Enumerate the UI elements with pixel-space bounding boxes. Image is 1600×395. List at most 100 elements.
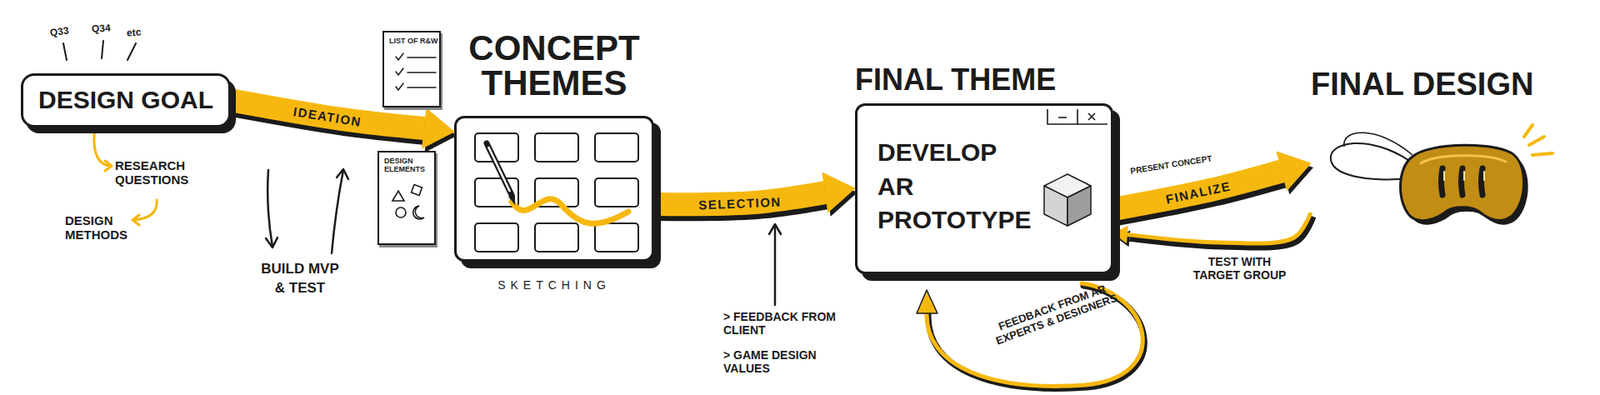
- moon-symbol: [413, 205, 425, 220]
- sketch-frame: [475, 223, 519, 252]
- concept-window-frame: [454, 115, 655, 262]
- prototype-window-frame: DEVELOP AR PROTOTYPE: [855, 103, 1114, 275]
- node-decor: [456, 118, 652, 260]
- sparkle-lines: [1524, 125, 1553, 155]
- arrowhead: [422, 108, 455, 149]
- node-decor: [389, 45, 438, 97]
- hook-arrows-stroke: [132, 215, 140, 225]
- list-line: [407, 87, 436, 90]
- arrowhead: [1113, 225, 1128, 243]
- checklist: [395, 53, 436, 90]
- list-line: [407, 57, 436, 60]
- sketch-squiggle: [511, 199, 629, 225]
- arrowhead: [822, 172, 855, 213]
- sketch-frame: [595, 133, 639, 162]
- final-design-frame: [1310, 108, 1561, 250]
- prototype-window: FINAL THEME DEVELOP AR PROTOTYPE: [855, 62, 1114, 275]
- goggle-highlight: [1420, 155, 1506, 163]
- strap: [1344, 132, 1413, 155]
- arrow-shaft: [1126, 212, 1311, 244]
- question-ticks-stroke: [63, 40, 136, 60]
- annotation-label: RESEARCH QUESTIONS: [115, 158, 189, 188]
- lens-slot: [1481, 168, 1484, 195]
- sketch-grid: [475, 133, 639, 252]
- pen-tip: [508, 195, 515, 205]
- node-decor: [1310, 108, 1561, 250]
- mvp-arrows-stroke: [267, 170, 273, 247]
- sketch-frame: [535, 223, 579, 252]
- node-label: DESIGN ELEMENTS: [384, 156, 425, 175]
- concept-window: CONCEPT THEMES SKETCHING: [454, 30, 655, 292]
- node-heading: FINAL THEME: [855, 62, 1114, 97]
- minimize-icon: [1058, 117, 1067, 120]
- feedback-arrow-stroke: [769, 224, 781, 235]
- square-symbol: [411, 184, 423, 195]
- element-shapes: [392, 184, 425, 219]
- window-controls: [1047, 109, 1108, 125]
- sketch-frame: [535, 133, 579, 162]
- node-label: DESIGN GOAL: [38, 85, 214, 115]
- mvp-arrows-stroke: [336, 169, 349, 180]
- document-card: DESIGN ELEMENTS: [377, 150, 436, 245]
- slot-glint: [1443, 171, 1445, 180]
- annotation-label: PRESENT CONCEPT: [1130, 153, 1213, 176]
- cube-left: [1044, 185, 1068, 226]
- question-ticks: [63, 40, 136, 60]
- expert-feedback-loop-stroke: [916, 290, 938, 314]
- node-decor: [1030, 105, 1111, 272]
- list-line: [407, 72, 436, 75]
- check-mark: [395, 83, 404, 90]
- pen-highlight: [488, 146, 510, 192]
- node-decor: [384, 174, 433, 226]
- headset-illustration: [1330, 125, 1553, 225]
- band-arrow: [230, 100, 457, 153]
- lens-slot: [1441, 168, 1444, 195]
- check-mark: [395, 53, 404, 60]
- strap: [1330, 143, 1411, 180]
- triangle-symbol: [392, 190, 405, 201]
- arrowhead: [1276, 151, 1311, 190]
- edge-label: TEST WITH TARGET GROUP: [1187, 255, 1292, 282]
- loop-arrow: [1113, 212, 1314, 248]
- node-label: DEVELOP AR PROTOTYPE: [877, 135, 1031, 238]
- annotation-label: > FEEDBACK FROM CLIENT: [723, 310, 849, 337]
- goal-box-frame: DESIGN GOAL: [20, 73, 231, 128]
- arrow-shaft: [1113, 170, 1282, 210]
- hook-arrows-stroke: [105, 160, 112, 171]
- node-label: LIST OF R&W: [389, 36, 436, 45]
- node-caption: SKETCHING: [454, 278, 655, 292]
- circle-symbol: [395, 207, 406, 218]
- lens-slot: [1461, 168, 1464, 195]
- annotation-label: etc: [126, 26, 142, 40]
- annotation-label: Q34: [91, 22, 112, 35]
- sketch-frame: [595, 178, 639, 207]
- slot-glint: [1463, 171, 1465, 180]
- title-bar: [1047, 109, 1108, 125]
- cube-icon: [1044, 174, 1091, 226]
- goal-box: DESIGN GOAL: [20, 73, 231, 128]
- document-card-frame: LIST OF R&W: [382, 30, 441, 108]
- final-design: FINAL DESIGN: [1310, 66, 1561, 250]
- node-heading: CONCEPT THEMES: [468, 30, 640, 101]
- cube-right: [1067, 185, 1091, 226]
- band-arrow: [654, 172, 858, 217]
- feedback-arrow: [769, 224, 781, 305]
- annotation-label: FEEDBACK FROM AR EXPERTS & DESIGNERS: [974, 275, 1135, 355]
- sketch-frame: [595, 223, 639, 252]
- pen-body: [486, 143, 512, 195]
- document-card-frame: DESIGN ELEMENTS: [377, 150, 436, 245]
- feedback-arrow-stroke: [774, 225, 777, 305]
- goggle-body: [1400, 145, 1525, 220]
- mvp-arrows-stroke: [265, 237, 278, 248]
- mvp-arrows-stroke: [331, 170, 344, 254]
- pen-icon: [486, 143, 515, 205]
- band-arrow: [1113, 151, 1314, 214]
- annotation-label: BUILD MVP & TEST: [254, 260, 346, 299]
- mvp-arrows: [265, 169, 349, 254]
- slot-glint: [1483, 171, 1485, 180]
- document-card: LIST OF R&W: [382, 30, 441, 108]
- check-mark: [395, 68, 404, 75]
- annotation-label: > GAME DESIGN VALUES: [723, 348, 849, 375]
